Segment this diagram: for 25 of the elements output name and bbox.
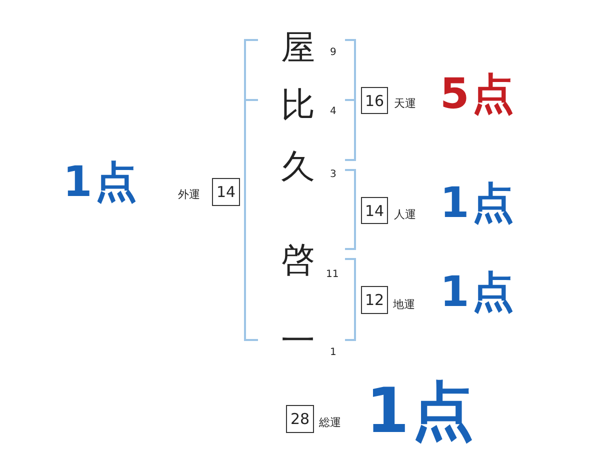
name-character: 比 (281, 88, 315, 122)
name-character: 一 (281, 324, 315, 358)
stroke-total-box: 12 (361, 286, 388, 314)
stroke-total-box: 14 (212, 178, 240, 206)
stroke-count: 4 (330, 107, 336, 117)
fortune-category-label: 人運 (394, 209, 416, 220)
stroke-count: 11 (326, 270, 339, 280)
score-value: 5点 (440, 73, 518, 115)
name-character: 屋 (281, 31, 315, 65)
fortune-category-label: 総運 (319, 417, 341, 428)
score-value: 1点 (63, 161, 140, 203)
name-character: 久 (281, 150, 315, 184)
stroke-total-box: 28 (286, 405, 314, 433)
stroke-count: 9 (330, 48, 336, 58)
stroke-total-box: 16 (361, 87, 388, 114)
fortune-category-label: 地運 (393, 299, 415, 310)
score-value: 1点 (440, 182, 518, 224)
stroke-count: 1 (330, 348, 336, 358)
stroke-total-box: 14 (361, 197, 388, 224)
fortune-category-label: 天運 (394, 98, 416, 109)
fortune-category-label: 外運 (178, 189, 200, 200)
name-character: 啓 (281, 243, 315, 277)
score-value: 1点 (440, 271, 518, 313)
score-value: 1点 (366, 380, 478, 442)
stroke-count: 3 (330, 170, 336, 180)
